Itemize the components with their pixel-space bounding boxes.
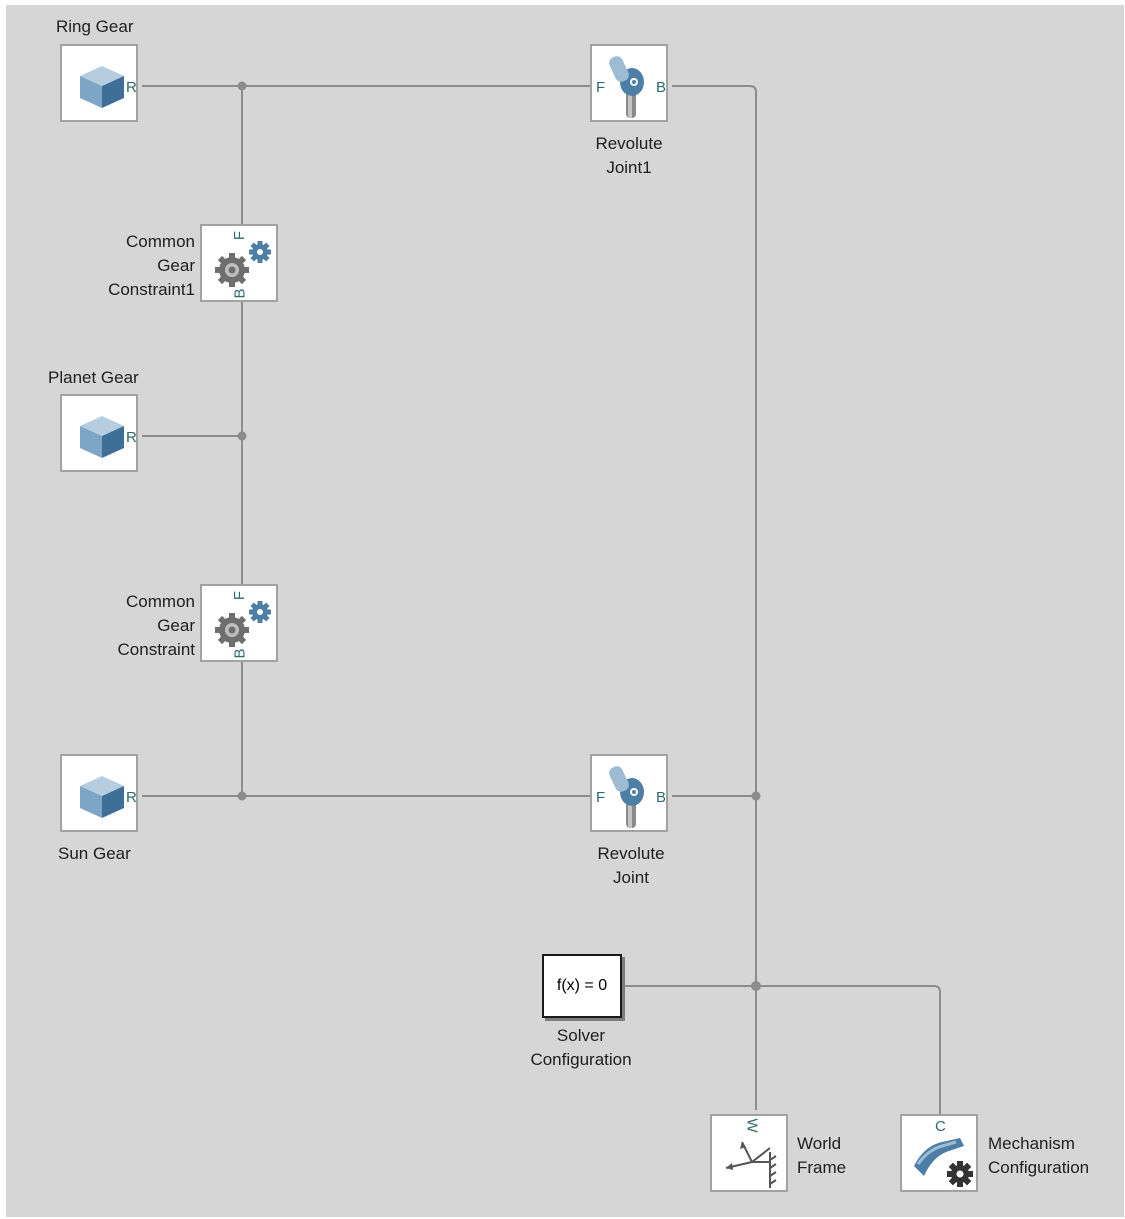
gear-constraint-label: Common Gear Constraint: [117, 592, 195, 659]
junction-ring: [237, 81, 247, 91]
gear-constraint-port-f: F: [231, 590, 249, 601]
planet-gear-block[interactable]: R: [60, 394, 138, 472]
ring-gear-block[interactable]: R: [60, 44, 138, 122]
gear-constraint-port-b: B: [231, 648, 249, 659]
mechanism-configuration-label: Mechanism Configuration: [988, 1134, 1090, 1177]
revolute-joint-port-f: F: [596, 789, 606, 806]
junction-solver: [751, 981, 761, 991]
revolute-joint-icon: [609, 766, 644, 828]
sun-gear-port-r: R: [126, 789, 137, 806]
junction-planet: [237, 431, 247, 441]
revolute-joint1-block[interactable]: F B: [590, 44, 668, 122]
revolute-joint-block[interactable]: F B: [590, 754, 668, 832]
revolute-joint1-port-f: F: [596, 79, 606, 96]
gear-constraint1-block[interactable]: F B: [200, 224, 278, 302]
connection-lines: [142, 81, 941, 1115]
gear-constraint1-port-f: F: [231, 230, 249, 241]
sun-gear-label: Sun Gear: [58, 844, 131, 863]
wire-solver-bus[interactable]: [622, 985, 941, 1115]
gear-constraint1-port-b: B: [231, 288, 249, 299]
gear-icon: [215, 241, 271, 287]
planet-gear-label: Planet Gear: [48, 368, 139, 387]
planet-gear-port-r: R: [126, 429, 137, 446]
solver-configuration-block[interactable]: f(x) = 0: [542, 954, 622, 1018]
wire-revolute1-to-ground[interactable]: [672, 85, 757, 1110]
ring-gear-port-r: R: [126, 79, 137, 96]
mechanism-icon: [914, 1138, 973, 1187]
sun-gear-block[interactable]: R: [60, 754, 138, 832]
world-frame-label: World Frame: [797, 1134, 847, 1177]
gear-constraint-block[interactable]: F B: [200, 584, 278, 662]
revolute-joint1-port-b: B: [656, 79, 667, 96]
world-frame-icon: [725, 1141, 777, 1188]
ring-gear-label: Ring Gear: [56, 17, 134, 36]
world-frame-block[interactable]: W: [710, 1114, 788, 1192]
revolute-joint-icon: [609, 56, 644, 118]
gear-constraint1-label: Common Gear Constraint1: [108, 232, 195, 299]
mechanism-port-c: C: [935, 1118, 946, 1135]
cube-icon: [80, 66, 124, 108]
mechanism-configuration-block[interactable]: C: [900, 1114, 978, 1192]
revolute-joint-port-b: B: [656, 789, 667, 806]
solver-configuration-label: Solver Configuration: [530, 1026, 632, 1069]
revolute-joint1-label: Revolute Joint1: [595, 134, 663, 177]
junction-sun: [237, 791, 247, 801]
world-frame-port-w: W: [743, 1118, 761, 1133]
cube-icon: [80, 776, 124, 818]
diagram-canvas: Ring Gear R Planet Gear R R Sun Gear Com…: [6, 5, 1124, 1217]
revolute-joint-label: Revolute Joint: [597, 844, 665, 887]
cube-icon: [80, 416, 124, 458]
gear-icon: [215, 601, 271, 647]
junction-revolute: [751, 791, 761, 801]
